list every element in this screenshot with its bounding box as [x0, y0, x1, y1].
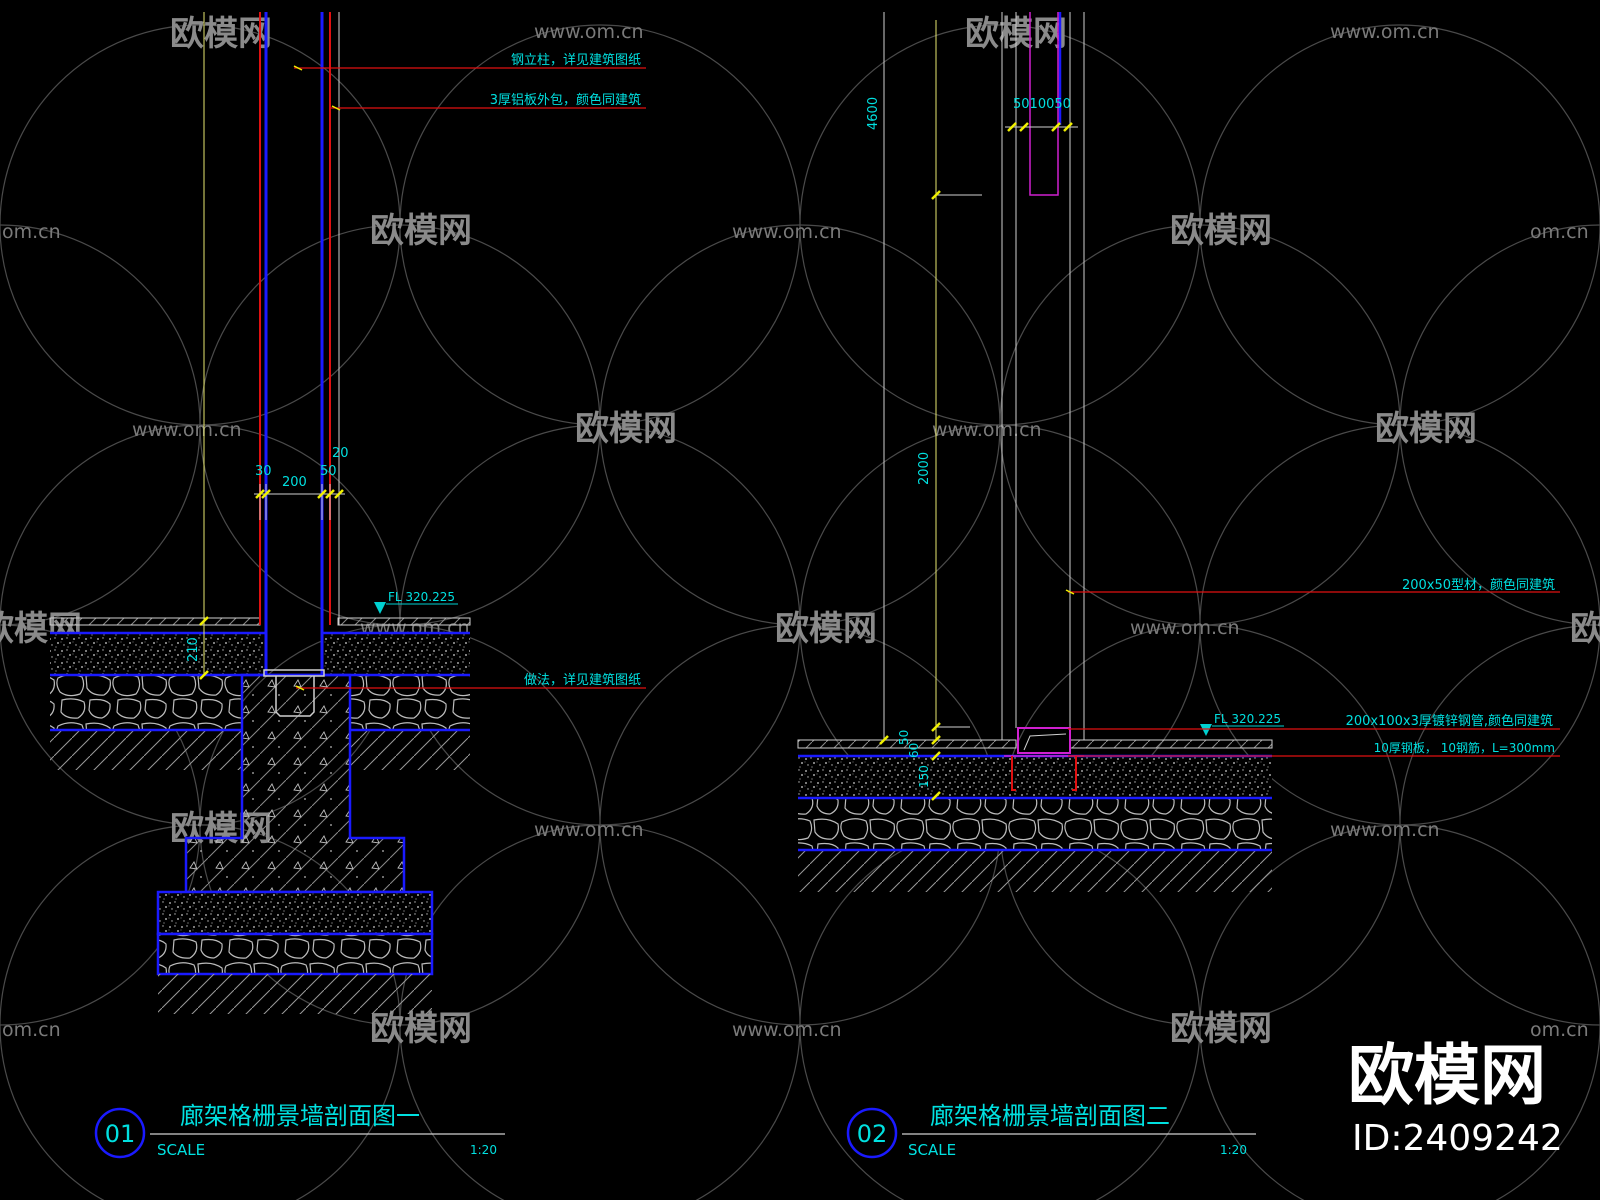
note-tube: 200x100x3厚镀锌钢管,颜色同建筑 [1346, 713, 1553, 729]
watermark-url: www.om.cn [732, 1019, 842, 1041]
scale-value: 1:20 [470, 1143, 497, 1157]
paving-layer [49, 617, 261, 626]
paving-layer [1069, 739, 1273, 749]
watermark-brand: 欧模网 [1375, 409, 1477, 449]
rebar [1011, 756, 1016, 791]
dim-2000: 2000 [917, 452, 932, 485]
footing-stone [156, 932, 434, 976]
dim-150: 150 [917, 765, 931, 788]
section-1-drawing: 30 200 50 20 210 FL 320.225 钢立柱，详见建筑图纸 3… [49, 12, 646, 1159]
watermark-texts: 欧模网 www.om.cn www.om.cn 欧模网 om.cn 欧模网 ww… [0, 14, 1600, 1049]
watermark-brand: 欧模网 [170, 14, 272, 54]
note-alu-cladding: 3厚铝板外包，颜色同建筑 [490, 92, 641, 108]
dim-210: 210 [186, 637, 201, 662]
note-plate: 10厚钢板， 10钢筋，L=300mm [1374, 740, 1555, 755]
watermark-brand: 欧模网 [575, 409, 677, 449]
dim-5010050: 5010050 [1013, 97, 1071, 112]
watermark-brand: 欧模网 [370, 211, 472, 251]
corner-brand: 欧模网 [1348, 1037, 1546, 1114]
watermark-url: www.om.cn [1130, 617, 1240, 639]
watermark-url: www.om.cn [732, 221, 842, 243]
paving-layer [797, 739, 1017, 749]
watermark-url: www.om.cn [1330, 819, 1440, 841]
paving-layer [337, 617, 471, 626]
level-marker-icon [1200, 724, 1212, 736]
stone-layer [350, 675, 470, 730]
note-method: 做法，详见建筑图纸 [524, 672, 641, 688]
dim-50: 50 [897, 730, 911, 745]
soil-layer [798, 850, 1272, 892]
dim-60: 60 [907, 743, 921, 758]
section-title: 廊架格栅景墙剖面图一 [180, 1102, 420, 1130]
dim-20: 20 [332, 446, 349, 461]
watermark-brand: 欧模网 [1570, 609, 1600, 649]
level-label: FL 320.225 [388, 590, 455, 604]
stone-layer [798, 798, 1272, 850]
scale-value: 1:20 [1220, 1143, 1247, 1157]
gravel-layer [322, 633, 470, 675]
watermark-brand: 欧模网 [775, 609, 877, 649]
profile-section [1029, 12, 1059, 196]
watermark-url: www.om.cn [534, 21, 644, 43]
section-2-drawing: 4600 2000 5010050 50 60 150 FL 320.225 2… [797, 12, 1560, 1159]
rebar [1072, 756, 1077, 791]
section-number: 01 [105, 1120, 136, 1148]
dim-4600: 4600 [866, 97, 881, 130]
level-label: FL 320.225 [1214, 712, 1281, 726]
note-steel-column: 钢立柱，详见建筑图纸 [511, 52, 641, 68]
watermark-url: om.cn [2, 1019, 61, 1041]
watermark-brand: 欧模网 [1170, 211, 1272, 251]
scale-label: SCALE [157, 1141, 205, 1159]
watermark-url: om.cn [2, 221, 61, 243]
watermark-url: www.om.cn [1330, 21, 1440, 43]
dim-30: 30 [255, 464, 272, 479]
anchor-bolt [275, 676, 315, 717]
watermark-url: www.om.cn [534, 819, 644, 841]
section-number-circle [94, 1107, 146, 1159]
gravel-layer [798, 756, 1272, 798]
gravel-layer [50, 633, 265, 675]
watermark-brand: 欧模网 [370, 1009, 472, 1049]
note-profile: 200x50型材，颜色同建筑 [1402, 577, 1555, 593]
watermark-url: www.om.cn [132, 419, 242, 441]
footing-gravel [156, 890, 434, 936]
base-plate [263, 669, 325, 677]
level-marker-icon [374, 602, 386, 614]
section-title: 廊架格栅景墙剖面图二 [930, 1102, 1170, 1130]
corner-id: ID:2409242 [1352, 1118, 1563, 1159]
watermark-url: www.om.cn [932, 419, 1042, 441]
section-number: 02 [857, 1120, 888, 1148]
watermark-url: om.cn [1530, 221, 1589, 243]
dim-200: 200 [282, 475, 307, 490]
footing-soil [158, 974, 432, 1014]
dim-50: 50 [320, 464, 337, 479]
watermark-url: om.cn [1530, 1019, 1589, 1041]
soil-layer [50, 730, 242, 770]
soil-layer [350, 730, 470, 770]
steel-tube [1017, 727, 1071, 754]
section-number-circle [846, 1107, 898, 1159]
watermark-brand: 欧模网 [1170, 1009, 1272, 1049]
watermark-circles [0, 24, 1600, 1200]
scale-label: SCALE [908, 1141, 956, 1159]
stone-layer [50, 675, 242, 730]
